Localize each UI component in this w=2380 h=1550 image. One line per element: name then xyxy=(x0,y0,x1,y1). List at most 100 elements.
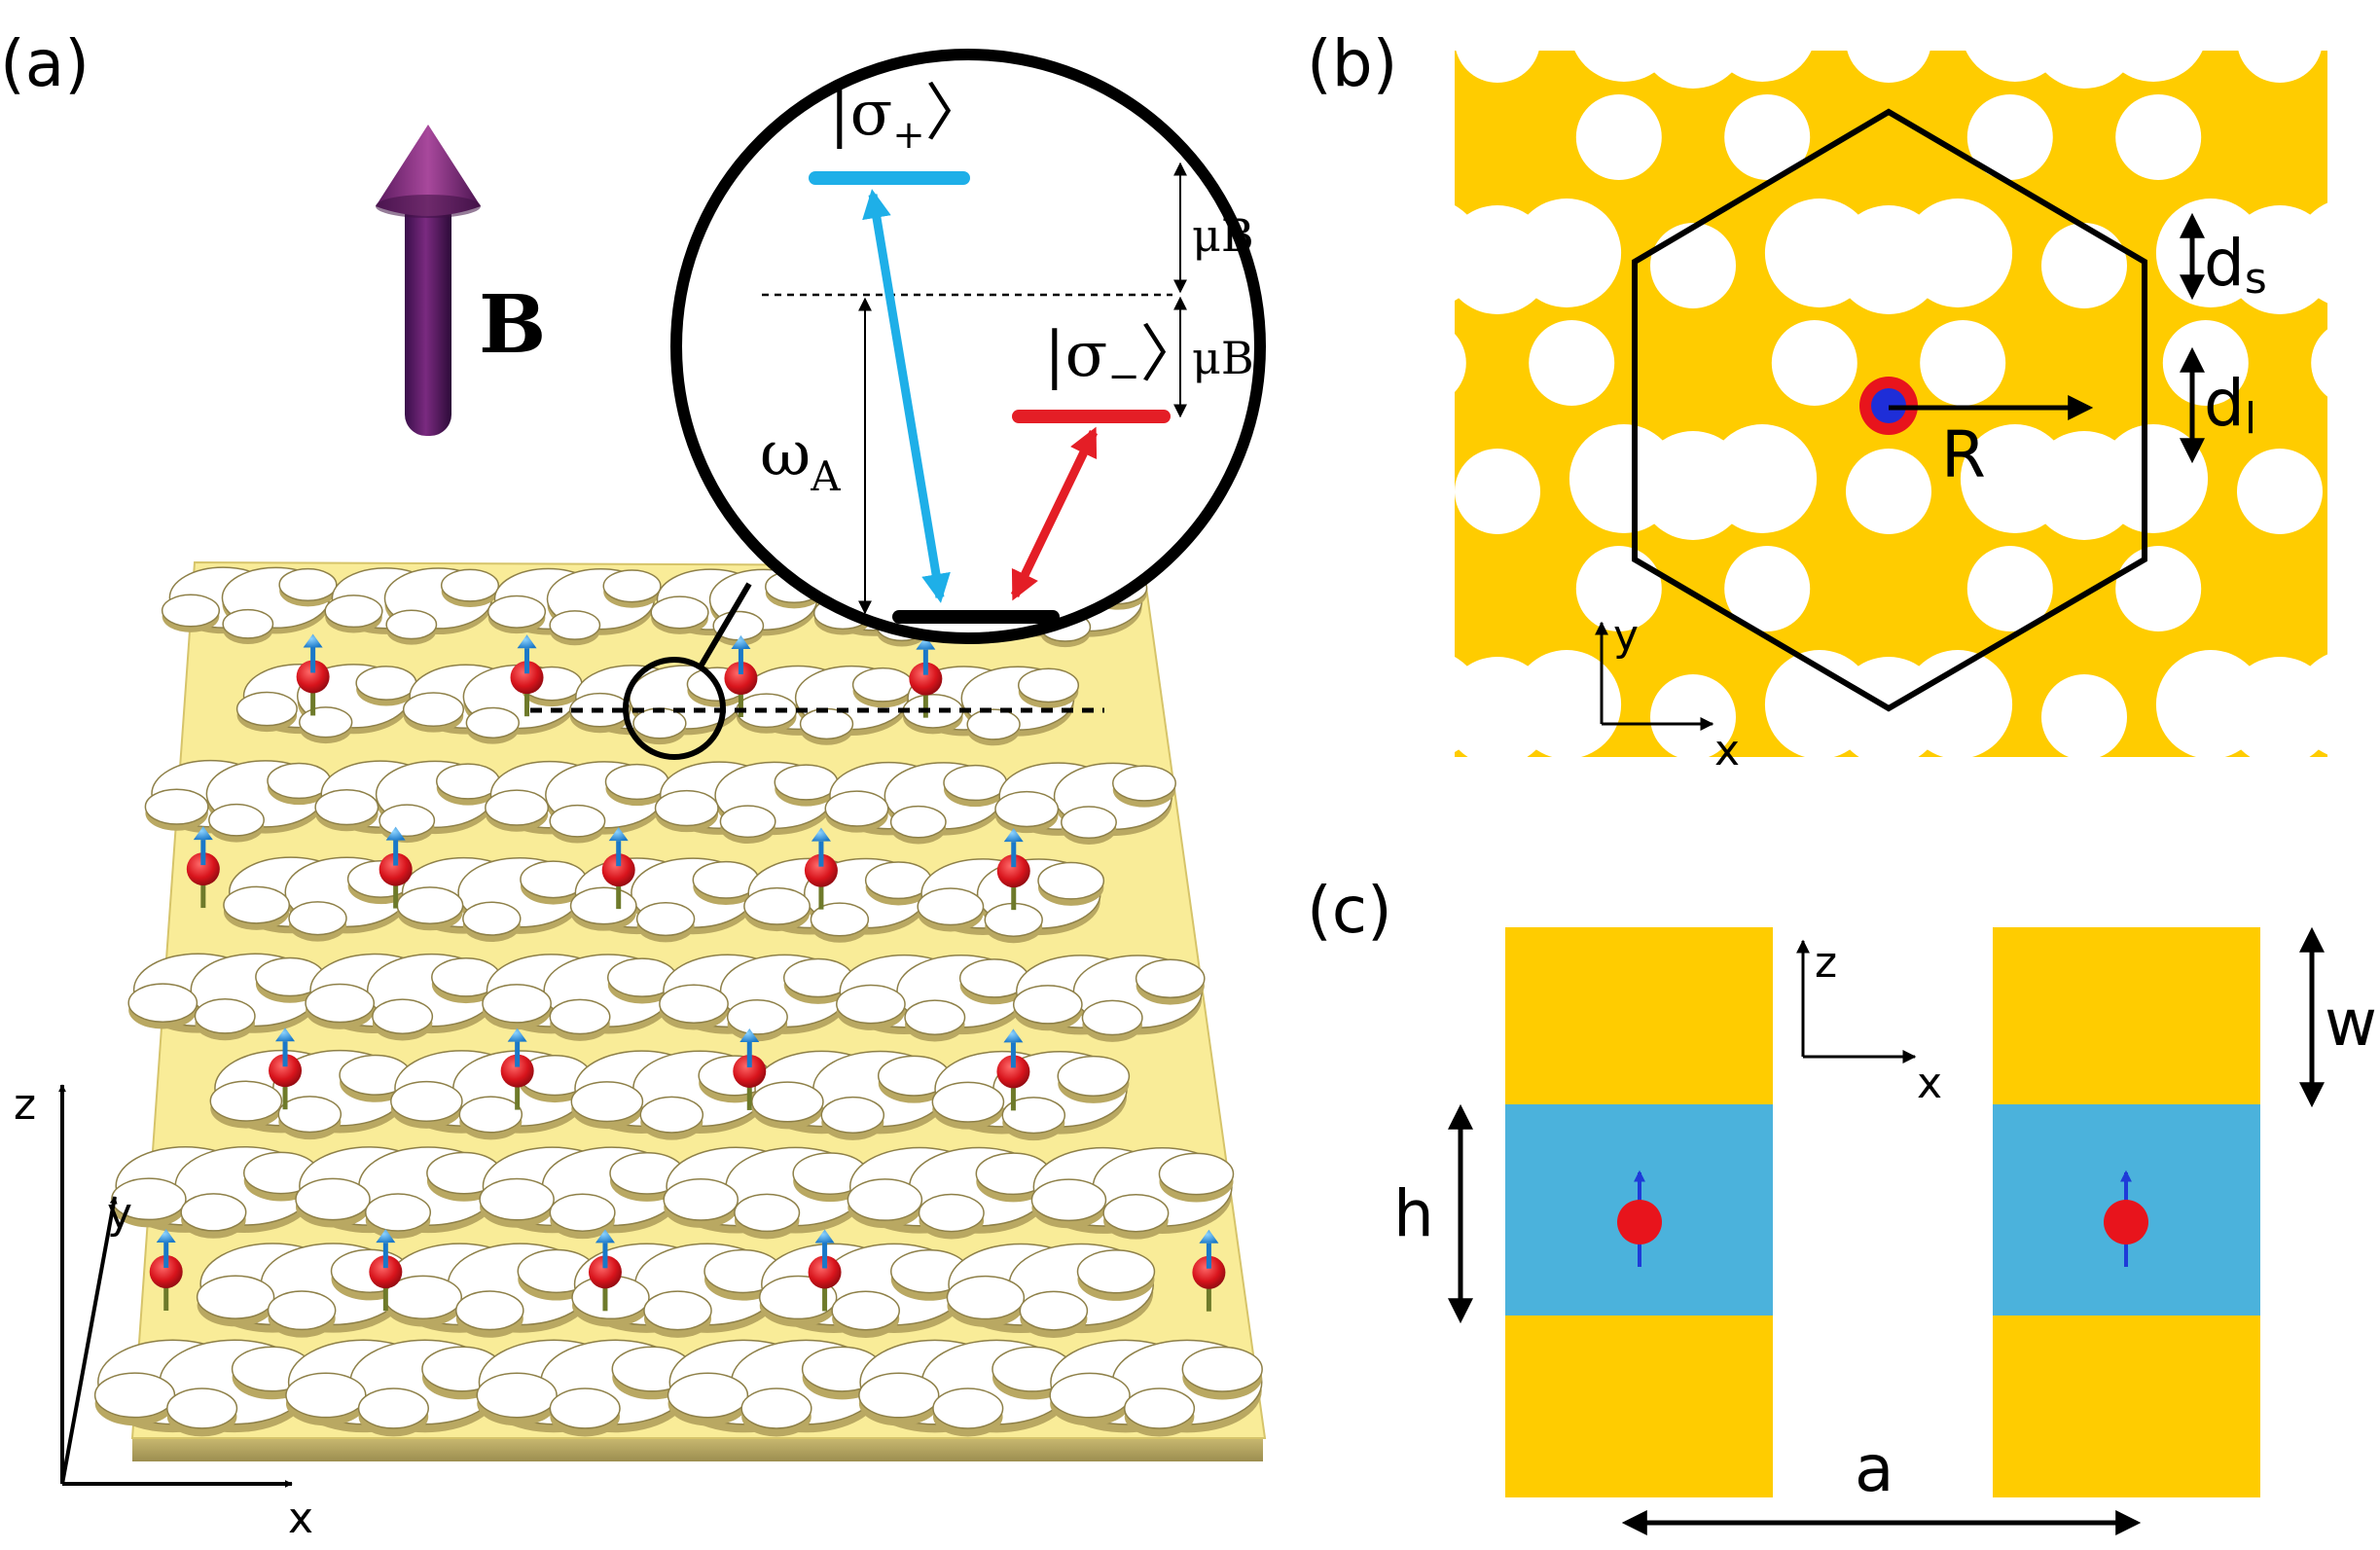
panel-a: (a) B z y x xyxy=(0,26,1267,1543)
emitter-spin-icon xyxy=(739,1027,760,1042)
left-bottom-gold xyxy=(1505,1316,1773,1497)
sigma-minus-transition xyxy=(1010,426,1099,601)
ket-sigma-minus: |σ−〉 xyxy=(1044,319,1203,399)
slab-hole xyxy=(549,610,601,640)
slab-hole xyxy=(1061,806,1117,840)
slab-hole xyxy=(385,609,438,640)
slab-hole xyxy=(650,595,709,630)
slab-emitter xyxy=(379,852,413,886)
slab-hole xyxy=(482,984,552,1024)
slab-emitter xyxy=(724,661,758,695)
slab-hole xyxy=(1018,667,1080,703)
unit-cell-hole xyxy=(1455,334,1466,392)
inset-circle xyxy=(670,49,1266,644)
cross-section-right xyxy=(1993,927,2260,1497)
unit-cell-hole xyxy=(1834,205,1943,314)
unit-cell-hole xyxy=(2225,657,2327,757)
emitter-spin-icon xyxy=(814,1229,835,1244)
z-axis-label: z xyxy=(14,1080,36,1130)
slab-hole xyxy=(734,1193,801,1233)
emitter-spin-icon xyxy=(303,633,323,648)
slab-hole xyxy=(836,984,906,1025)
slab-hole xyxy=(223,885,291,924)
slab-hole xyxy=(719,805,776,839)
slab-hole xyxy=(1012,985,1083,1025)
slab-hole xyxy=(654,789,719,827)
slab-emitter xyxy=(601,853,635,887)
magnifier-stem xyxy=(698,582,752,668)
zeeman-lower-label: μB xyxy=(1192,332,1254,384)
slab-hole xyxy=(570,1081,644,1123)
unit-cell-hole xyxy=(2225,205,2327,314)
zeeman-upper-label: μB xyxy=(1192,209,1254,262)
slab-hole xyxy=(208,803,265,837)
radius-label: R xyxy=(1941,417,1986,492)
unit-cell-hole xyxy=(2041,674,2127,757)
slab-emitter xyxy=(909,662,943,696)
unit-cell-hole xyxy=(1771,320,1857,406)
height-label: h xyxy=(1393,1176,1434,1251)
slab-emitter xyxy=(996,1055,1030,1089)
slab-hole xyxy=(1037,861,1105,900)
left-emitter xyxy=(1617,1200,1662,1244)
slab-hole xyxy=(810,902,870,937)
slab-hole xyxy=(889,805,947,839)
slab-hole xyxy=(1057,1055,1131,1098)
slab-hole xyxy=(1102,1193,1170,1233)
right-top-gold xyxy=(1993,927,2260,1104)
slab-emitter xyxy=(186,852,220,886)
slab-hole xyxy=(458,1096,523,1134)
slab-emitter xyxy=(1192,1255,1226,1289)
lattice-constant-label: a xyxy=(1855,1431,1893,1506)
slab-hole xyxy=(364,1193,432,1232)
unit-cell-hole xyxy=(1455,205,1552,314)
right-bottom-gold xyxy=(1993,1316,2260,1497)
unit-cell-hole xyxy=(1650,674,1736,757)
width-label: w xyxy=(2325,986,2377,1061)
ket-sigma-plus: |σ+〉 xyxy=(829,78,988,158)
slab-emitter xyxy=(588,1255,622,1289)
slab-hole xyxy=(917,887,985,926)
slab-hole xyxy=(966,708,1021,740)
slab-hole xyxy=(751,1081,824,1123)
hexagonal-cell xyxy=(1632,108,2147,712)
slab-hole xyxy=(194,998,256,1034)
unit-cell-hole xyxy=(1381,772,1466,857)
slab-hole xyxy=(1158,1152,1235,1196)
slab-hole xyxy=(549,1388,621,1429)
unit-cell-hole xyxy=(1966,94,2053,180)
slab-hole xyxy=(379,804,436,838)
unit-cell-hole xyxy=(1724,546,1811,631)
slab-hole xyxy=(943,764,1008,802)
unit-cell-hole xyxy=(1724,94,1811,180)
magnifier-circle xyxy=(623,657,726,760)
slab-hole xyxy=(222,608,274,639)
slab-hole xyxy=(180,1193,247,1232)
slab-emitter xyxy=(269,1054,303,1088)
photonic-slab xyxy=(93,560,1267,1461)
slab-hole xyxy=(305,983,376,1024)
slab-hole xyxy=(632,707,687,739)
slab-hole xyxy=(299,706,353,739)
slab-hole xyxy=(285,1372,367,1419)
unit-cell-hole xyxy=(1641,51,1746,89)
unit-cell-hole xyxy=(1575,94,1662,180)
slab-hole xyxy=(851,667,914,703)
emitter-spin-icon xyxy=(193,826,213,841)
slab-hole xyxy=(820,1096,885,1135)
slab-emitter xyxy=(996,854,1030,888)
panel-c: (c) z x w h a xyxy=(1307,873,2377,1535)
unit-cell-hole xyxy=(2115,546,2202,631)
emitter-spin-icon xyxy=(1199,1229,1219,1244)
c-x-axis-label: x xyxy=(1917,1059,1942,1108)
slab-hole xyxy=(549,998,611,1035)
axes-3d: z y x xyxy=(14,1080,313,1543)
slab-emitters xyxy=(149,633,1226,1312)
slab-hole xyxy=(743,886,811,925)
slab-hole xyxy=(1124,1388,1196,1429)
y-axis xyxy=(60,1196,118,1485)
slab-hole xyxy=(659,984,729,1024)
panel-c-label: (c) xyxy=(1307,873,1392,948)
slab-hole xyxy=(295,1177,371,1221)
emitter-spin-icon xyxy=(507,1027,527,1042)
